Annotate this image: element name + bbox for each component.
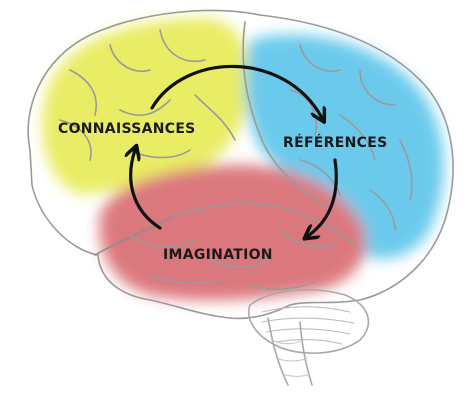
label-imagination: IMAGINATION: [163, 247, 273, 263]
label-references: RÉFÉRENCES: [283, 135, 387, 151]
label-knowledge: CONNAISSANCES: [58, 121, 196, 137]
